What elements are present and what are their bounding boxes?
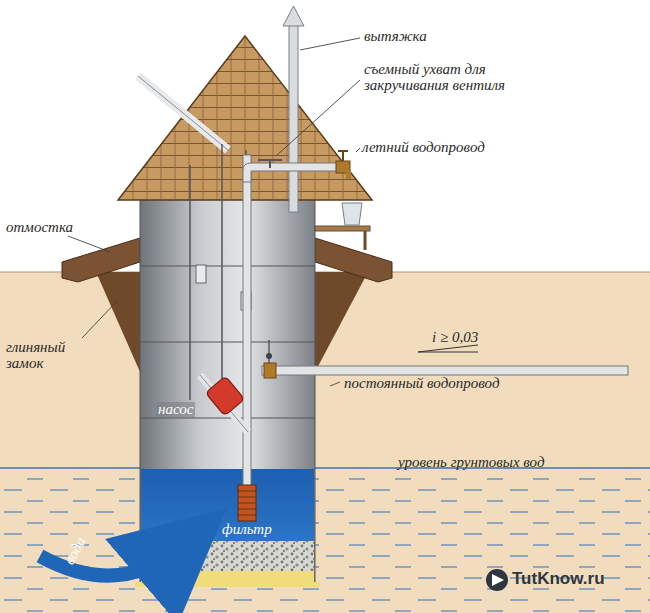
part-label: насос xyxy=(156,402,195,418)
part-label: вытяжка xyxy=(364,29,427,45)
part-label: летний водопровод xyxy=(362,140,485,156)
slope-label: i ≥ 0,03 xyxy=(432,330,478,346)
part-label: постоянный водопровод xyxy=(344,376,499,392)
part-label: глиняный замок xyxy=(6,340,80,372)
part-label: фильтр xyxy=(222,522,272,538)
part-label: съемный ухват для закручивания вентиля xyxy=(364,62,564,94)
watermark: TutKnow.ru xyxy=(512,570,605,588)
part-label: уровень грунтовых вод xyxy=(398,455,545,471)
part-label: отмостка xyxy=(6,220,73,236)
